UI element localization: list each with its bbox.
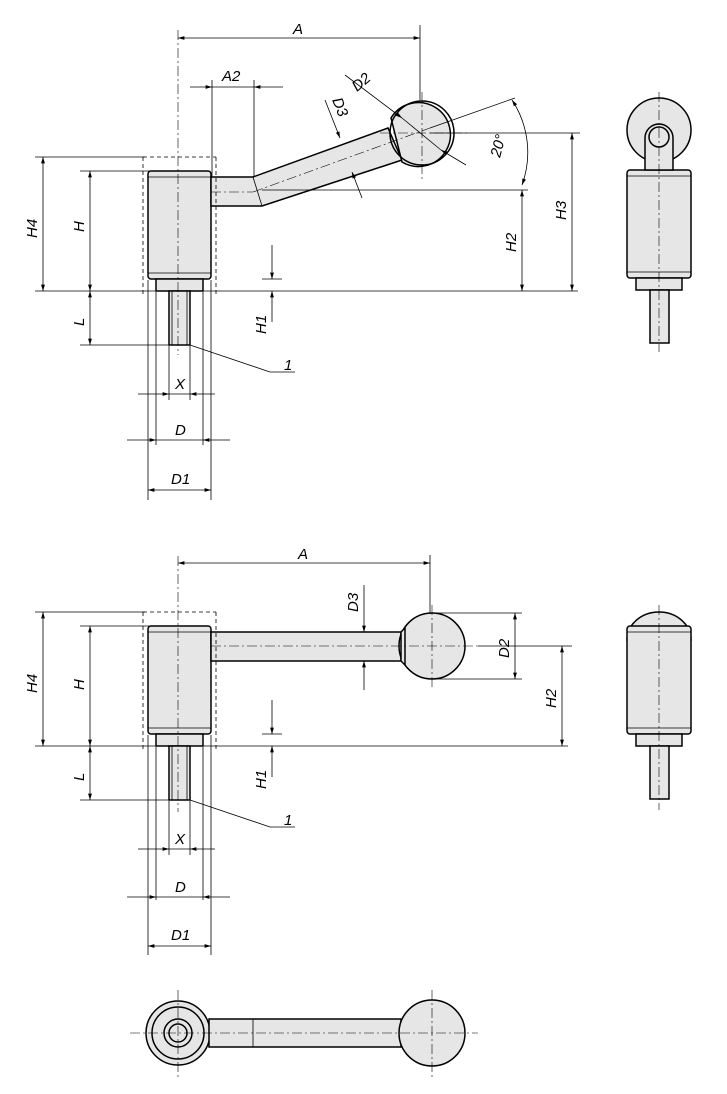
dim-label-H2: H2 [503, 232, 520, 252]
dim-label-D2: D2 [349, 69, 375, 95]
dim-label-H4: H4 [24, 219, 41, 238]
base-collar [155, 278, 204, 292]
dim-label-H4-2: H4 [24, 674, 41, 693]
dim-label-H2-2: H2 [543, 688, 560, 708]
dim-label-angle: 20° [487, 133, 510, 160]
dim-label-D3-2: D3 [345, 592, 362, 612]
dim-label-D2-2: D2 [496, 638, 513, 658]
side-stud [649, 289, 670, 344]
callout-label: 1 [284, 357, 292, 374]
straight-handle-side-view [626, 605, 692, 810]
dim-label-H3: H3 [553, 200, 570, 220]
dim-label-X-2: X [174, 831, 186, 848]
dim-label-D1-2: D1 [171, 927, 190, 944]
straight-handle-front-view: A D3 D2 H2 H4 H L H1 X D D1 1 [24, 546, 572, 955]
inclined-handle-side-view [626, 92, 692, 352]
dim-label-L-2: L [71, 773, 88, 781]
dim-label-H1-2: H1 [253, 770, 270, 789]
dim-label-L: L [71, 318, 88, 326]
dim-label-H-2: H [71, 679, 88, 690]
dim-label-H1: H1 [253, 315, 270, 334]
dim-label-A: A [292, 21, 303, 38]
dim-label-H: H [71, 221, 88, 232]
straight-arm [210, 631, 402, 662]
dim-label-X: X [174, 376, 186, 393]
dim-label-A-2: A [297, 546, 308, 563]
hub-body [147, 170, 212, 280]
straight-handle-top-view [130, 990, 478, 1078]
dim-label-D3: D3 [328, 95, 351, 120]
dim-label-D1: D1 [171, 471, 190, 488]
inclined-handle-front-view: A A2 D2 D3 20° H4 H L H1 H2 H3 X D D1 1 [24, 21, 580, 500]
side-stud-2 [649, 745, 670, 800]
dim-label-A2: A2 [221, 68, 241, 85]
hub-body-2 [147, 625, 212, 735]
dim-label-D-2: D [175, 879, 186, 896]
inclined-arm [210, 127, 404, 207]
dim-label-D: D [175, 422, 186, 439]
callout-label-2: 1 [284, 812, 292, 829]
